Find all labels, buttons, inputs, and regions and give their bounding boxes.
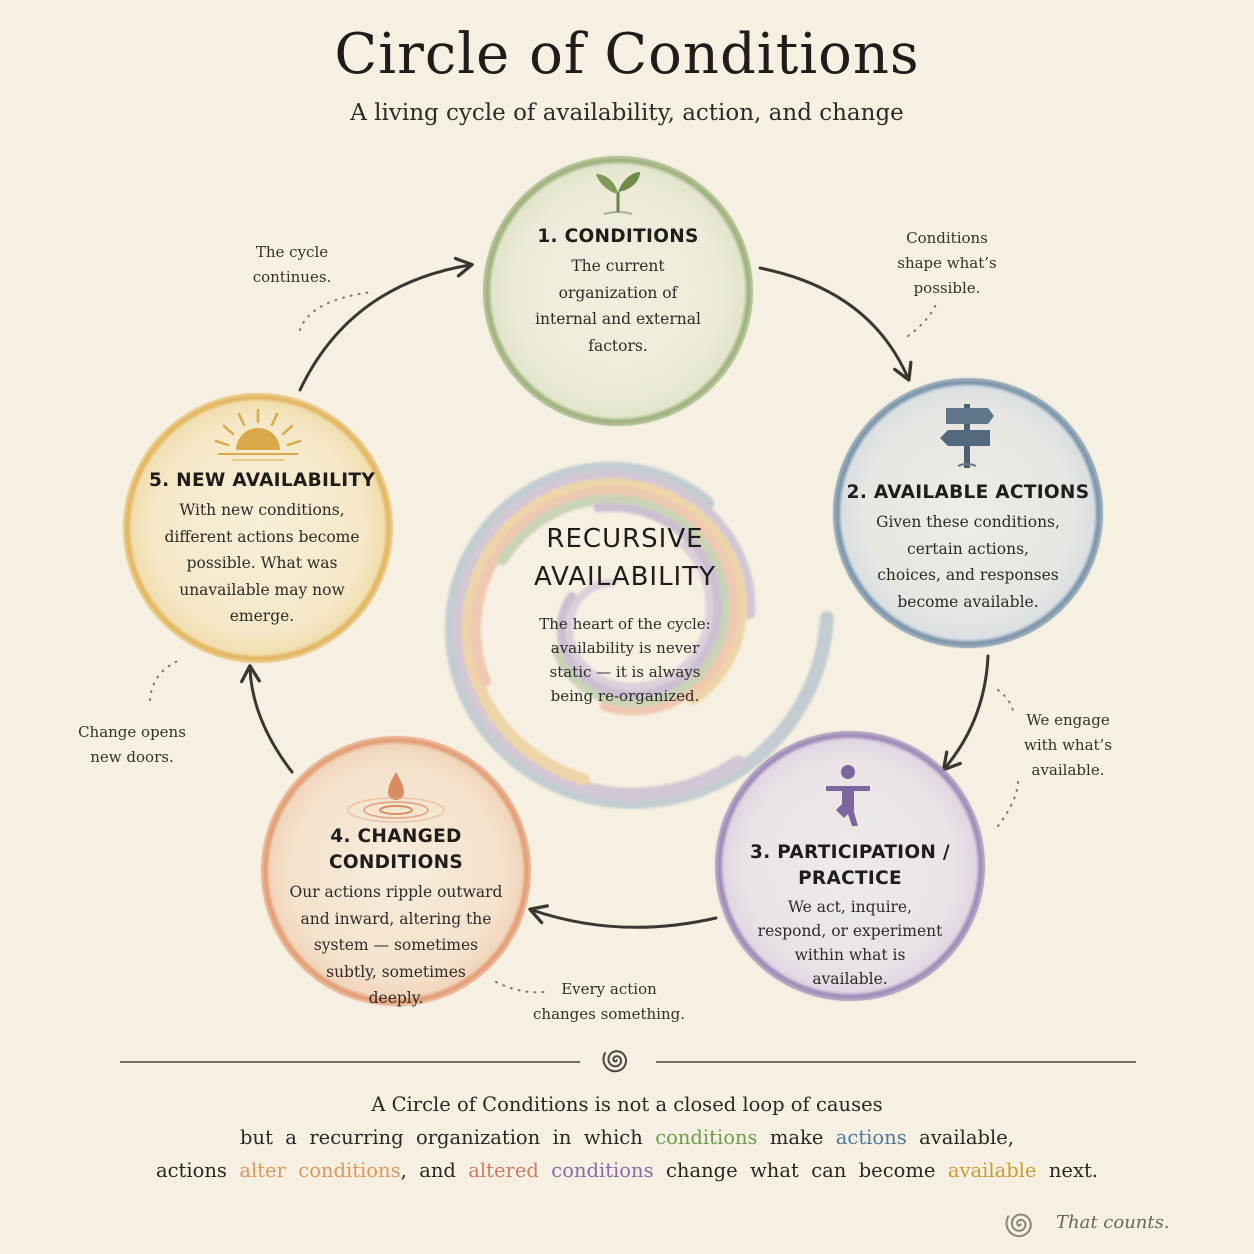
stage-circle-3 [715, 731, 985, 1001]
closing-line-2-segment: available, [906, 1126, 1014, 1149]
swirl-stroke [565, 540, 714, 691]
stage-body: Our actions ripple outward and inward, a… [289, 883, 503, 1007]
stage-heading: 5. NEW AVAILABILITY [148, 470, 376, 491]
balancing-figure-icon [826, 765, 870, 826]
note-leaders [149, 291, 1019, 994]
stage-changed-conditions: 4. CHANGED CONDITIONS Our actions ripple… [268, 824, 524, 1012]
page-title: Circle of Conditions [334, 22, 920, 87]
arrow-4-to-5 [240, 664, 294, 774]
stage-circle-4 [261, 736, 531, 1006]
closing-line-2-segment: conditions [655, 1126, 758, 1149]
closing-statement: A Circle of Conditions is not a closed l… [0, 1088, 1254, 1187]
center-recursive-availability: RECURSIVE AVAILABILITY The heart of the … [500, 520, 750, 708]
stage-circle-1 [483, 156, 753, 426]
stage-heading: 4. CHANGED CONDITIONS [328, 826, 464, 873]
arrow-1-to-2 [758, 266, 913, 382]
stage-heading: 1. CONDITIONS [537, 226, 699, 247]
note-change-opens: Change opens new doors. [78, 723, 186, 766]
note-cycle-continues: The cycle continues. [252, 243, 332, 286]
stage-conditions: 1. CONDITIONS The current organization o… [498, 224, 738, 359]
closing-line-3-segment [539, 1159, 551, 1182]
stage-circle-2 [833, 378, 1103, 648]
water-drop-ripple-icon [347, 772, 445, 823]
closing-line-2-segment: make [757, 1126, 836, 1149]
closing-line-3-segment: , and [400, 1159, 469, 1182]
stage-heading-line-2: PRACTICE [798, 868, 902, 889]
stage-new-availability: 5. NEW AVAILABILITY With new conditions,… [140, 468, 384, 630]
swirl-stroke [497, 494, 731, 708]
center-title: RECURSIVE AVAILABILITY [534, 524, 716, 592]
closing-line-2-segment: actions [835, 1126, 907, 1149]
stage-body: Given these conditions, certain actions,… [876, 513, 1060, 611]
closing-line-3-segment: conditions [551, 1159, 654, 1182]
swirl-stroke [453, 469, 756, 801]
footer-divider [120, 1050, 1136, 1073]
page-subtitle: A living cycle of availability, action, … [350, 100, 904, 126]
stage-participation-practice: 3. PARTICIPATION / PRACTICE We act, inqu… [730, 840, 970, 991]
note-every-action: Every action changes something. [533, 980, 685, 1023]
stage-available-actions: 2. AVAILABLE ACTIONS Given these conditi… [846, 480, 1090, 615]
swirl-stroke [469, 486, 739, 716]
stage-heading: 2. AVAILABLE ACTIONS [846, 482, 1090, 503]
stage-body: The current organization of internal and… [535, 257, 701, 355]
center-spiral-swirl [444, 461, 834, 809]
sprout-icon [596, 172, 640, 215]
closing-line-3-segment: change what can become [653, 1159, 948, 1182]
closing-line-3-segment: alter conditions [239, 1159, 401, 1182]
closing-line-2: but a recurring organization in which co… [0, 1121, 1254, 1154]
swirl-stroke [556, 502, 723, 700]
divider-spiral-icon [602, 1050, 627, 1073]
stage-body: We act, inquire, respond, or experiment … [757, 898, 943, 988]
stage-body: With new conditions, different actions b… [164, 501, 360, 625]
stage-circle-5 [123, 393, 393, 663]
swirl-stroke [444, 461, 834, 809]
closing-line-1: A Circle of Conditions is not a closed l… [371, 1093, 883, 1116]
arrow-5-to-1 [298, 256, 474, 392]
note-engage: We engage with what’s available. [1023, 711, 1113, 779]
signpost-icon [940, 404, 994, 468]
closing-line-3-segment: next. [1036, 1159, 1098, 1182]
closing-line-3: actions alter conditions, and altered co… [0, 1154, 1254, 1187]
signoff-spiral-icon [1005, 1213, 1032, 1238]
note-shape-possible: Conditions shape what’s possible. [897, 229, 997, 297]
arrow-2-to-3 [941, 654, 990, 772]
signoff-text: That counts. [1056, 1212, 1170, 1233]
closing-line-2-segment: but a recurring organization in which [240, 1126, 656, 1149]
cycle-arrows [240, 256, 990, 929]
sunrise-icon [214, 408, 302, 461]
swirl-stroke [461, 477, 748, 786]
stage-heading: 3. PARTICIPATION / [750, 842, 950, 863]
closing-line-3-segment: actions [156, 1159, 240, 1182]
closing-line-3-segment: altered [468, 1159, 539, 1182]
center-body: The heart of the cycle: availability is … [539, 615, 711, 705]
arrow-3-to-4 [528, 904, 718, 929]
closing-line-3-segment: available [947, 1159, 1037, 1182]
